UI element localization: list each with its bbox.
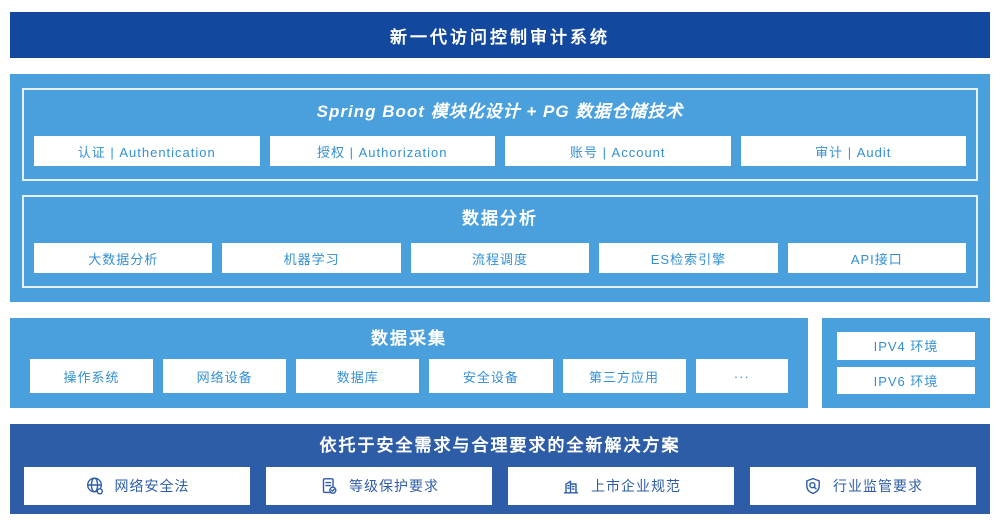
chip-es-search-engine: ES检索引擎: [599, 243, 778, 273]
solution-section: 依托于安全需求与合理要求的全新解决方案 网络安全法: [10, 424, 990, 514]
solution-title: 依托于安全需求与合理要求的全新解决方案: [319, 436, 681, 455]
shield-search-icon: [803, 476, 823, 496]
chip-cybersecurity-law-label: 网络安全法: [114, 478, 190, 494]
collection-row: 数据采集 操作系统 网络设备 数据库 安全设备 第三方应用 ··· IPV4 环…: [10, 318, 990, 408]
chip-third-party-app: 第三方应用: [562, 359, 686, 393]
data-analysis-section-title: 数据分析: [462, 209, 538, 228]
platform-panel: Spring Boot 模块化设计 + PG 数据仓储技术 认证 | Authe…: [10, 74, 990, 302]
chip-ellipsis: ···: [695, 359, 788, 393]
chip-listed-company-standard: 上市企业规范: [508, 467, 734, 505]
chip-big-data-analysis: 大数据分析: [34, 243, 213, 273]
chip-ipv4-environment: IPV4 环境: [837, 332, 975, 360]
building-icon: [561, 476, 581, 496]
ip-environment-panel: IPV4 环境 IPV6 环境: [822, 318, 990, 408]
page-title: 新一代访问控制审计系统: [390, 27, 610, 47]
chip-industry-regulation-label: 行业监管要求: [833, 478, 923, 494]
chip-database: 数据库: [296, 359, 420, 393]
document-check-icon: [319, 476, 339, 496]
spring-boot-section: Spring Boot 模块化设计 + PG 数据仓储技术 认证 | Authe…: [22, 88, 978, 181]
chip-api-interface: API接口: [787, 243, 967, 273]
chip-listed-company-standard-label: 上市企业规范: [591, 478, 681, 494]
data-collection-section: 数据采集 操作系统 网络设备 数据库 安全设备 第三方应用 ···: [10, 318, 808, 408]
chip-account: 账号 | Account: [505, 136, 731, 166]
chip-workflow-scheduling: 流程调度: [410, 243, 590, 273]
globe-icon: [85, 476, 105, 496]
data-analysis-chip-row: 大数据分析 机器学习 流程调度 ES检索引擎 API接口: [34, 243, 967, 273]
banner: 新一代访问控制审计系统: [10, 12, 990, 58]
chip-security-device: 安全设备: [429, 359, 553, 393]
spring-boot-chip-row: 认证 | Authentication 授权 | Authorization 账…: [34, 136, 966, 166]
chip-machine-learning: 机器学习: [222, 243, 401, 273]
chip-cybersecurity-law: 网络安全法: [24, 467, 250, 505]
spring-boot-section-title: Spring Boot 模块化设计 + PG 数据仓储技术: [316, 102, 684, 121]
chip-network-device: 网络设备: [163, 359, 287, 393]
data-collection-chip-row: 操作系统 网络设备 数据库 安全设备 第三方应用 ···: [30, 359, 788, 393]
chip-audit: 审计 | Audit: [740, 136, 966, 166]
chip-operating-system: 操作系统: [30, 359, 154, 393]
data-collection-title: 数据采集: [371, 329, 447, 348]
chip-authorization: 授权 | Authorization: [269, 136, 495, 166]
chip-classified-protection: 等级保护要求: [266, 467, 492, 505]
data-analysis-section: 数据分析 大数据分析 机器学习 流程调度 ES检索引擎 API接口: [22, 195, 978, 288]
chip-classified-protection-label: 等级保护要求: [349, 478, 439, 494]
chip-authentication: 认证 | Authentication: [34, 136, 260, 166]
solution-chip-row: 网络安全法 等级保护要求: [24, 467, 976, 505]
chip-industry-regulation: 行业监管要求: [750, 467, 976, 505]
chip-ipv6-environment: IPV6 环境: [837, 366, 975, 394]
